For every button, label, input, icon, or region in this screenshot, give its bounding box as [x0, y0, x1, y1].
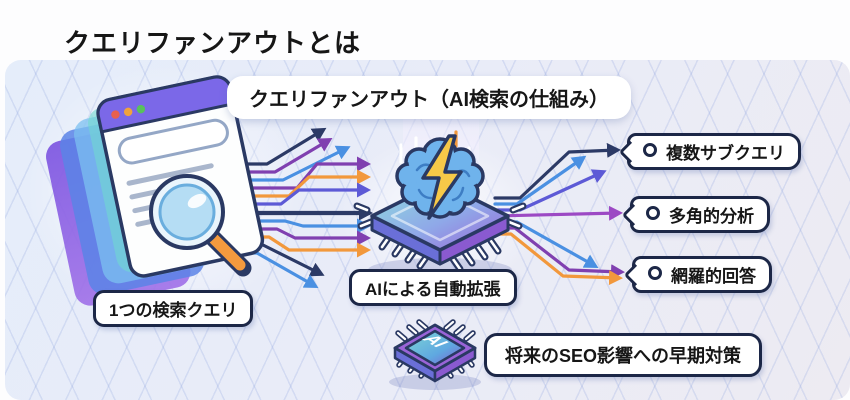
page-title: クエリファンアウトとは — [64, 28, 362, 59]
lightning-bolt-icon — [421, 134, 463, 220]
diagram-heading: クエリファンアウト（AI検索の仕組み） — [227, 76, 631, 119]
source-query-label: 1つの検索クエリ — [93, 290, 254, 327]
ai-brain-chip-illustration — [353, 86, 527, 282]
diagram-artwork: AI — [25, 65, 625, 390]
dot-green — [136, 104, 146, 114]
output-tag-subqueries: 複数サブクエリ — [627, 133, 801, 170]
tag-hole-icon — [648, 266, 662, 280]
brain-icon — [395, 134, 485, 220]
dot-red — [111, 110, 120, 119]
ai-chip-small-icon: AI — [389, 319, 481, 390]
dot-yellow — [123, 107, 133, 117]
chip-inner-plate — [390, 190, 490, 242]
diagram-panel: AI クエリファンアウト（AI検索の仕組み） 1つの検索クエリ AIによる自動拡… — [5, 60, 850, 400]
magnifier-icon — [149, 174, 252, 277]
search-field — [117, 118, 229, 165]
output-tag-label: 複数サブクエリ — [666, 144, 785, 163]
seo-footer-label: 将来のSEO影響への早期対策 — [484, 333, 763, 377]
output-tag-analysis: 多角的分析 — [630, 196, 770, 233]
output-tag-label: 多角的分析 — [669, 207, 754, 226]
ai-expansion-label: AIによる自動拡張 — [349, 269, 517, 306]
output-tag-label: 網羅的回答 — [671, 267, 756, 286]
browser-illustration — [46, 75, 265, 306]
small-chip-inner — [404, 329, 466, 367]
output-tag-answers: 網羅的回答 — [632, 256, 772, 293]
tag-hole-icon — [643, 143, 657, 157]
tag-hole-icon — [646, 206, 660, 220]
